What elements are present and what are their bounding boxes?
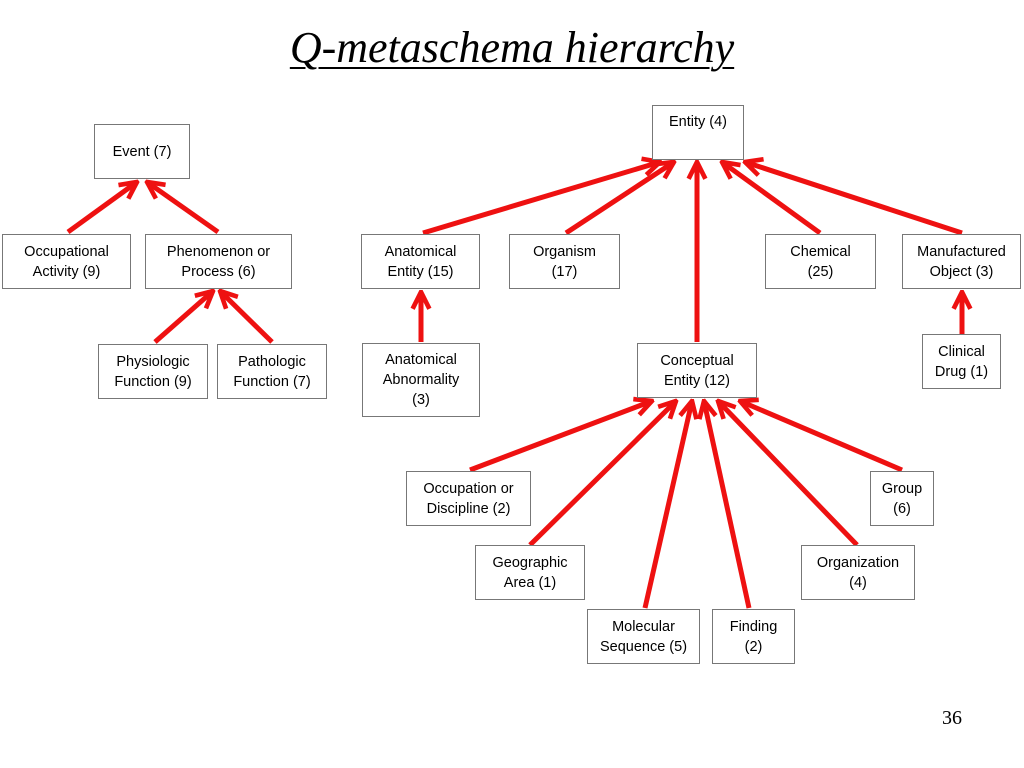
edge-phenomenon-to-event — [147, 182, 220, 235]
node-geographic-area-label: Geographic Area (1) — [492, 554, 568, 591]
node-group-label: Group (6) — [881, 480, 923, 517]
node-organism-label: Organism (17) — [533, 243, 596, 280]
node-clinical-drug: Clinical Drug (1) — [922, 334, 1001, 389]
node-manufactured-object: Manufactured Object (3) — [902, 234, 1021, 289]
node-organization: Organization (4) — [801, 545, 915, 600]
edge-occupational-activity-to-event — [66, 182, 137, 235]
node-group: Group (6) — [870, 471, 934, 526]
node-geographic-area: Geographic Area (1) — [475, 545, 585, 600]
node-physiologic-function-label: Physiologic Function (9) — [114, 353, 192, 390]
edge-anatomical-entity-to-entity — [422, 162, 660, 236]
edge-organization-to-conceptual — [718, 401, 859, 547]
node-pathologic-function: Pathologic Function (7) — [217, 344, 327, 399]
node-event-label: Event (7) — [112, 143, 172, 160]
node-finding-label: Finding (2) — [729, 618, 778, 655]
node-event: Event (7) — [94, 124, 190, 179]
node-entity: Entity (4) — [652, 105, 744, 160]
node-anatomical-abnormality-label: Anatomical Abnormality (3) — [382, 352, 460, 408]
page-number: 36 — [942, 707, 962, 729]
edge-group-to-conceptual — [740, 401, 903, 473]
node-occupational-activity: Occupational Activity (9) — [2, 234, 131, 289]
node-occupation-or-discipline: Occupation or Discipline (2) — [406, 471, 531, 526]
slide-title: Q-metaschema hierarchy — [289, 23, 735, 72]
node-occupation-or-discipline-label: Occupation or Discipline (2) — [423, 480, 514, 517]
node-conceptual-entity-label: Conceptual Entity (12) — [660, 352, 734, 389]
node-chemical: Chemical (25) — [765, 234, 876, 289]
node-chemical-label: Chemical (25) — [790, 243, 851, 280]
edge-chemical-to-entity — [722, 162, 822, 236]
edge-manufactured-to-entity — [745, 162, 963, 236]
node-pathologic-function-label: Pathologic Function (7) — [233, 353, 311, 390]
node-molecular-sequence-label: Molecular Sequence (5) — [599, 618, 688, 655]
node-phenomenon-or-process-label: Phenomenon or Process (6) — [166, 243, 271, 280]
node-anatomical-abnormality: Anatomical Abnormality (3) — [362, 343, 480, 417]
edge-pathologic-to-phenomenon — [220, 291, 274, 344]
node-conceptual-entity: Conceptual Entity (12) — [637, 343, 757, 398]
node-entity-label: Entity (4) — [668, 114, 727, 130]
node-organization-label: Organization (4) — [816, 554, 900, 591]
node-organism: Organism (17) — [509, 234, 620, 289]
node-clinical-drug-label: Clinical Drug (1) — [934, 343, 989, 380]
node-phenomenon-or-process: Phenomenon or Process (6) — [145, 234, 292, 289]
node-anatomical-entity: Anatomical Entity (15) — [361, 234, 480, 289]
edge-occupation-to-conceptual — [469, 401, 652, 473]
edge-organism-to-entity — [564, 162, 674, 236]
node-molecular-sequence: Molecular Sequence (5) — [587, 609, 700, 664]
edge-geographic-to-conceptual — [528, 401, 676, 547]
edge-molecular-to-conceptual — [642, 401, 692, 609]
edge-physiologic-to-phenomenon — [153, 291, 213, 344]
node-physiologic-function: Physiologic Function (9) — [98, 344, 208, 399]
node-manufactured-object-label: Manufactured Object (3) — [917, 243, 1006, 280]
edge-finding-to-conceptual — [704, 401, 752, 609]
node-anatomical-entity-label: Anatomical Entity (15) — [384, 243, 457, 280]
node-occupational-activity-label: Occupational Activity (9) — [24, 243, 109, 280]
node-finding: Finding (2) — [712, 609, 795, 664]
